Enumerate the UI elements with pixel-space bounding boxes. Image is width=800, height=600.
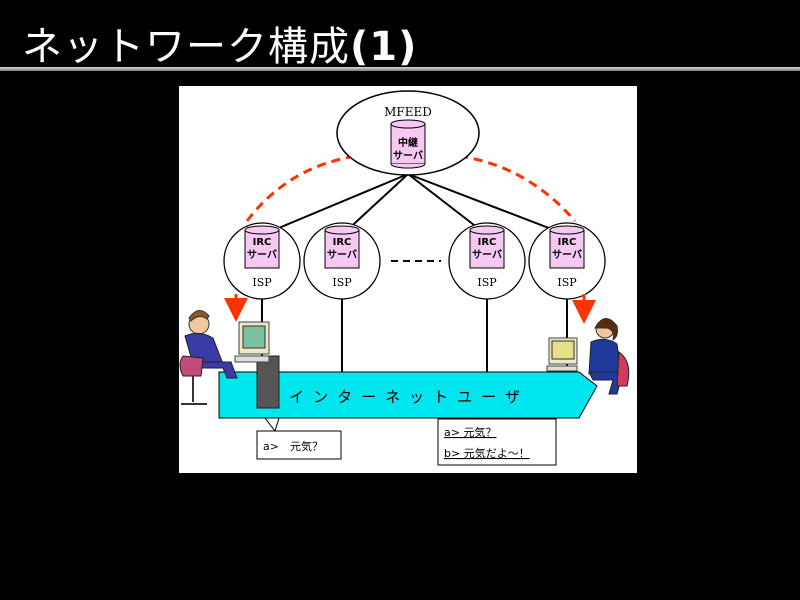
isp-label: ISP xyxy=(252,276,272,289)
irc-server-icon xyxy=(244,225,280,269)
screen-right xyxy=(551,340,575,360)
irc-server-label: IRC xyxy=(333,237,352,248)
dashed-link-right xyxy=(458,154,577,222)
irc-server-label: IRC xyxy=(253,237,272,248)
slide-title-text: ネットワーク構成 xyxy=(22,24,350,70)
isp-node-1: IRC サーバ ISP xyxy=(223,222,301,300)
screen-left xyxy=(242,325,266,349)
right-callout-box xyxy=(437,418,557,466)
mfeed-node: MFEED 中継 サーバ xyxy=(336,90,480,176)
male-user-illustration xyxy=(179,310,280,409)
isp-label: ISP xyxy=(557,276,577,289)
male-user-body xyxy=(184,332,224,365)
keyboard-left xyxy=(234,355,270,363)
irc-server-label: サーバ xyxy=(472,249,502,261)
irc-server-icon xyxy=(469,225,505,269)
link-mfeed-isp4 xyxy=(407,173,568,236)
irc-server-icon xyxy=(549,225,585,269)
office-chair-left xyxy=(179,355,204,377)
right-callout-line-1: a> 元気？ xyxy=(444,425,496,439)
right-callout-line-2: b> 元気だよ～！ xyxy=(444,446,530,460)
irc-server-label: サーバ xyxy=(327,249,357,261)
irc-server-label: IRC xyxy=(478,237,497,248)
slide-title-number: (1) xyxy=(350,24,418,70)
female-user-body xyxy=(588,338,622,375)
isp-node-2: IRC サーバ ISP xyxy=(303,222,381,300)
irc-server-label: IRC xyxy=(558,237,577,248)
left-callout-box xyxy=(256,430,342,460)
irc-server-label: サーバ xyxy=(247,249,277,261)
network-diagram: MFEED 中継 サーバ IRC サーバ ISP IRC サーバ ISP xyxy=(179,90,630,466)
irc-server-label: サーバ xyxy=(552,249,582,261)
male-user-hair xyxy=(188,310,210,322)
mfeed-label: MFEED xyxy=(384,105,432,119)
female-user-illustration xyxy=(546,318,630,395)
left-callout-pointer xyxy=(263,417,280,433)
office-chair-right xyxy=(616,351,630,387)
slide-title: ネットワーク構成(1) xyxy=(22,14,417,72)
desk-left xyxy=(256,355,280,409)
relay-server-icon xyxy=(390,119,426,169)
internet-users-label: インターネットユーザ xyxy=(289,388,529,406)
isp-label: ISP xyxy=(332,276,352,289)
title-underline xyxy=(0,67,800,71)
relay-server-label-1: 中継 xyxy=(398,136,418,149)
connection-lines xyxy=(261,173,568,386)
link-mfeed-isp1 xyxy=(261,173,409,236)
keyboard-right xyxy=(546,365,578,372)
isp-label: ISP xyxy=(477,276,497,289)
isp-node-3: IRC サーバ ISP xyxy=(448,222,526,300)
irc-server-icon xyxy=(324,225,360,269)
dashed-link-left xyxy=(245,154,358,222)
internet-users-band xyxy=(218,371,598,419)
relay-server-label-2: サーバ xyxy=(393,150,423,162)
network-diagram-panel: MFEED 中継 サーバ IRC サーバ ISP IRC サーバ ISP xyxy=(179,86,637,473)
female-user-hair xyxy=(594,318,618,342)
left-callout-text: a> 元気？ xyxy=(263,439,323,453)
isp-node-4: IRC サーバ ISP xyxy=(528,222,606,300)
